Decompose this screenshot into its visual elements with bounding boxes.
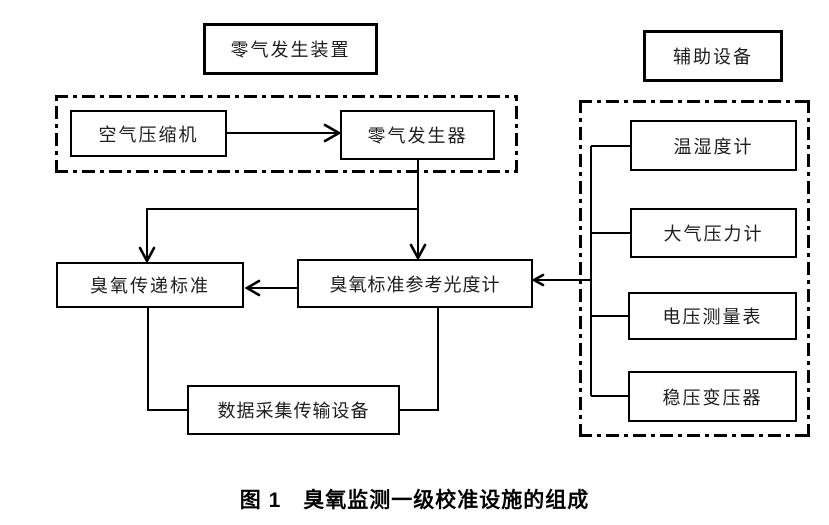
arrowhead-right-generator bbox=[323, 123, 342, 143]
node-ozone-transfer-standard: 臭氧传递标准 bbox=[56, 262, 244, 308]
node-barometric-pressure-gauge: 大气压力计 bbox=[630, 208, 797, 258]
frame-edge bbox=[55, 170, 518, 173]
edge-photometer-to-data bbox=[400, 308, 439, 411]
frame-edge bbox=[807, 100, 810, 437]
node-thermo-hygrometer: 温湿度计 bbox=[630, 120, 797, 171]
frame-edge bbox=[55, 95, 58, 173]
auxiliary-group-frame bbox=[579, 100, 810, 437]
figure-caption-number: 图 1 bbox=[239, 489, 282, 512]
arrowhead-left-photometer bbox=[531, 273, 545, 287]
frame-edge bbox=[579, 434, 810, 437]
frame-edge bbox=[55, 95, 518, 98]
zero-gas-group-frame bbox=[55, 95, 518, 173]
arrowhead-down-transfer bbox=[138, 246, 156, 264]
arrowhead-down-photometer bbox=[409, 243, 427, 261]
node-zero-gas-generator: 零气发生器 bbox=[340, 110, 495, 160]
arrowhead-left-transfer bbox=[244, 279, 261, 297]
figure-caption-title: 臭氧监测一级校准设施的组成 bbox=[303, 489, 590, 512]
edge-transfer-to-data bbox=[147, 308, 187, 411]
frame-edge bbox=[515, 95, 518, 173]
figure-caption: 图 1 臭氧监测一级校准设施的组成 bbox=[0, 484, 829, 514]
node-data-acquisition-transmission: 数据采集传输设备 bbox=[187, 385, 400, 435]
node-voltage-meter: 电压测量表 bbox=[628, 292, 797, 340]
group-title-auxiliary: 辅助设备 bbox=[643, 30, 783, 82]
frame-edge bbox=[579, 100, 810, 103]
node-ozone-std-reference-photometer: 臭氧标准参考光度计 bbox=[297, 259, 533, 308]
frame-edge bbox=[579, 100, 582, 437]
node-air-compressor: 空气压缩机 bbox=[70, 110, 227, 157]
edge-branch-to-transfer bbox=[146, 208, 418, 258]
node-voltage-stabilizing-transformer: 稳压变压器 bbox=[628, 371, 797, 422]
group-title-zero-gas: 零气发生装置 bbox=[203, 23, 378, 75]
